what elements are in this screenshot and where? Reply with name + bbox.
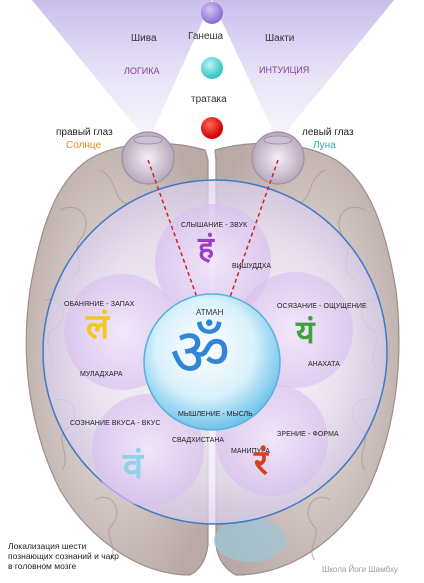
shakti-label: Шакти [265,33,295,44]
petal-svadhisthana [92,394,204,506]
intuition-label: ИНТУИЦИЯ [259,65,310,75]
intuition-dot [201,57,223,79]
credit-label: Школа Йоги Шамбху [322,565,398,574]
manipura-glyph: रं [254,443,268,483]
right-vision-cone [212,0,394,142]
svadhisthana-name: СВАДХИСТАНА [172,437,225,444]
manipura-sense: ЗРЕНИЕ - ФОРМА [277,431,339,438]
moon-label: Луна [313,140,336,151]
anahata-sense: ОСЯЗАНИЕ - ОЩУЩЕНИЕ [277,303,367,310]
shiva-label: Шива [131,33,157,44]
atman-circle [143,293,281,431]
diagram-caption: Локализация шести познающих сознаний и ч… [8,541,119,571]
vishuddha-sense: СЛЫШАНИЕ - ЗВУК [181,222,248,229]
anahata-name: АНАХАТА [308,361,340,368]
right-eye [121,131,175,185]
atman-label: АТМАН [196,308,224,317]
left-vision-cone [32,0,212,142]
sun-label: Солнце [66,140,102,151]
vishuddha-glyph: हं [198,231,214,266]
left-eye-gaze-line [221,159,279,321]
ganesha-label: Ганеша [188,31,224,42]
trataka-label: тратака [191,94,227,105]
muladhara-glyph: लं [86,307,110,347]
trataka-dot [201,117,223,139]
svadhisthana-glyph: वं [123,445,144,487]
ganesha-dot [201,2,223,24]
left-eye [251,131,305,185]
right-eye-label: правый глаз [56,127,113,138]
muladhara-sense: ОБАНЯНИЕ - ЗАПАХ [64,301,135,308]
thinking-label: МЫШЛЕНИЕ - МЫСЛЬ [178,411,253,418]
lotus-petals [64,204,353,506]
om-glyph: ॐ [170,314,231,391]
left-eye-label: левый глаз [302,127,354,138]
right-eye-gaze-line [147,159,206,321]
brainstem [214,518,286,562]
manipura-name: МАНИПУРА [231,448,270,455]
anahata-glyph: यं [296,313,315,351]
muladhara-name: МУЛАДХАРА [80,371,123,378]
logic-label: ЛОГИКА [124,66,160,76]
vishuddha-name: ВИШУДДХА [232,263,272,270]
svadhisthana-sense: СОЗНАНИЕ ВКУСА - ВКУС [70,420,161,427]
petal-vishuddha [155,204,271,320]
